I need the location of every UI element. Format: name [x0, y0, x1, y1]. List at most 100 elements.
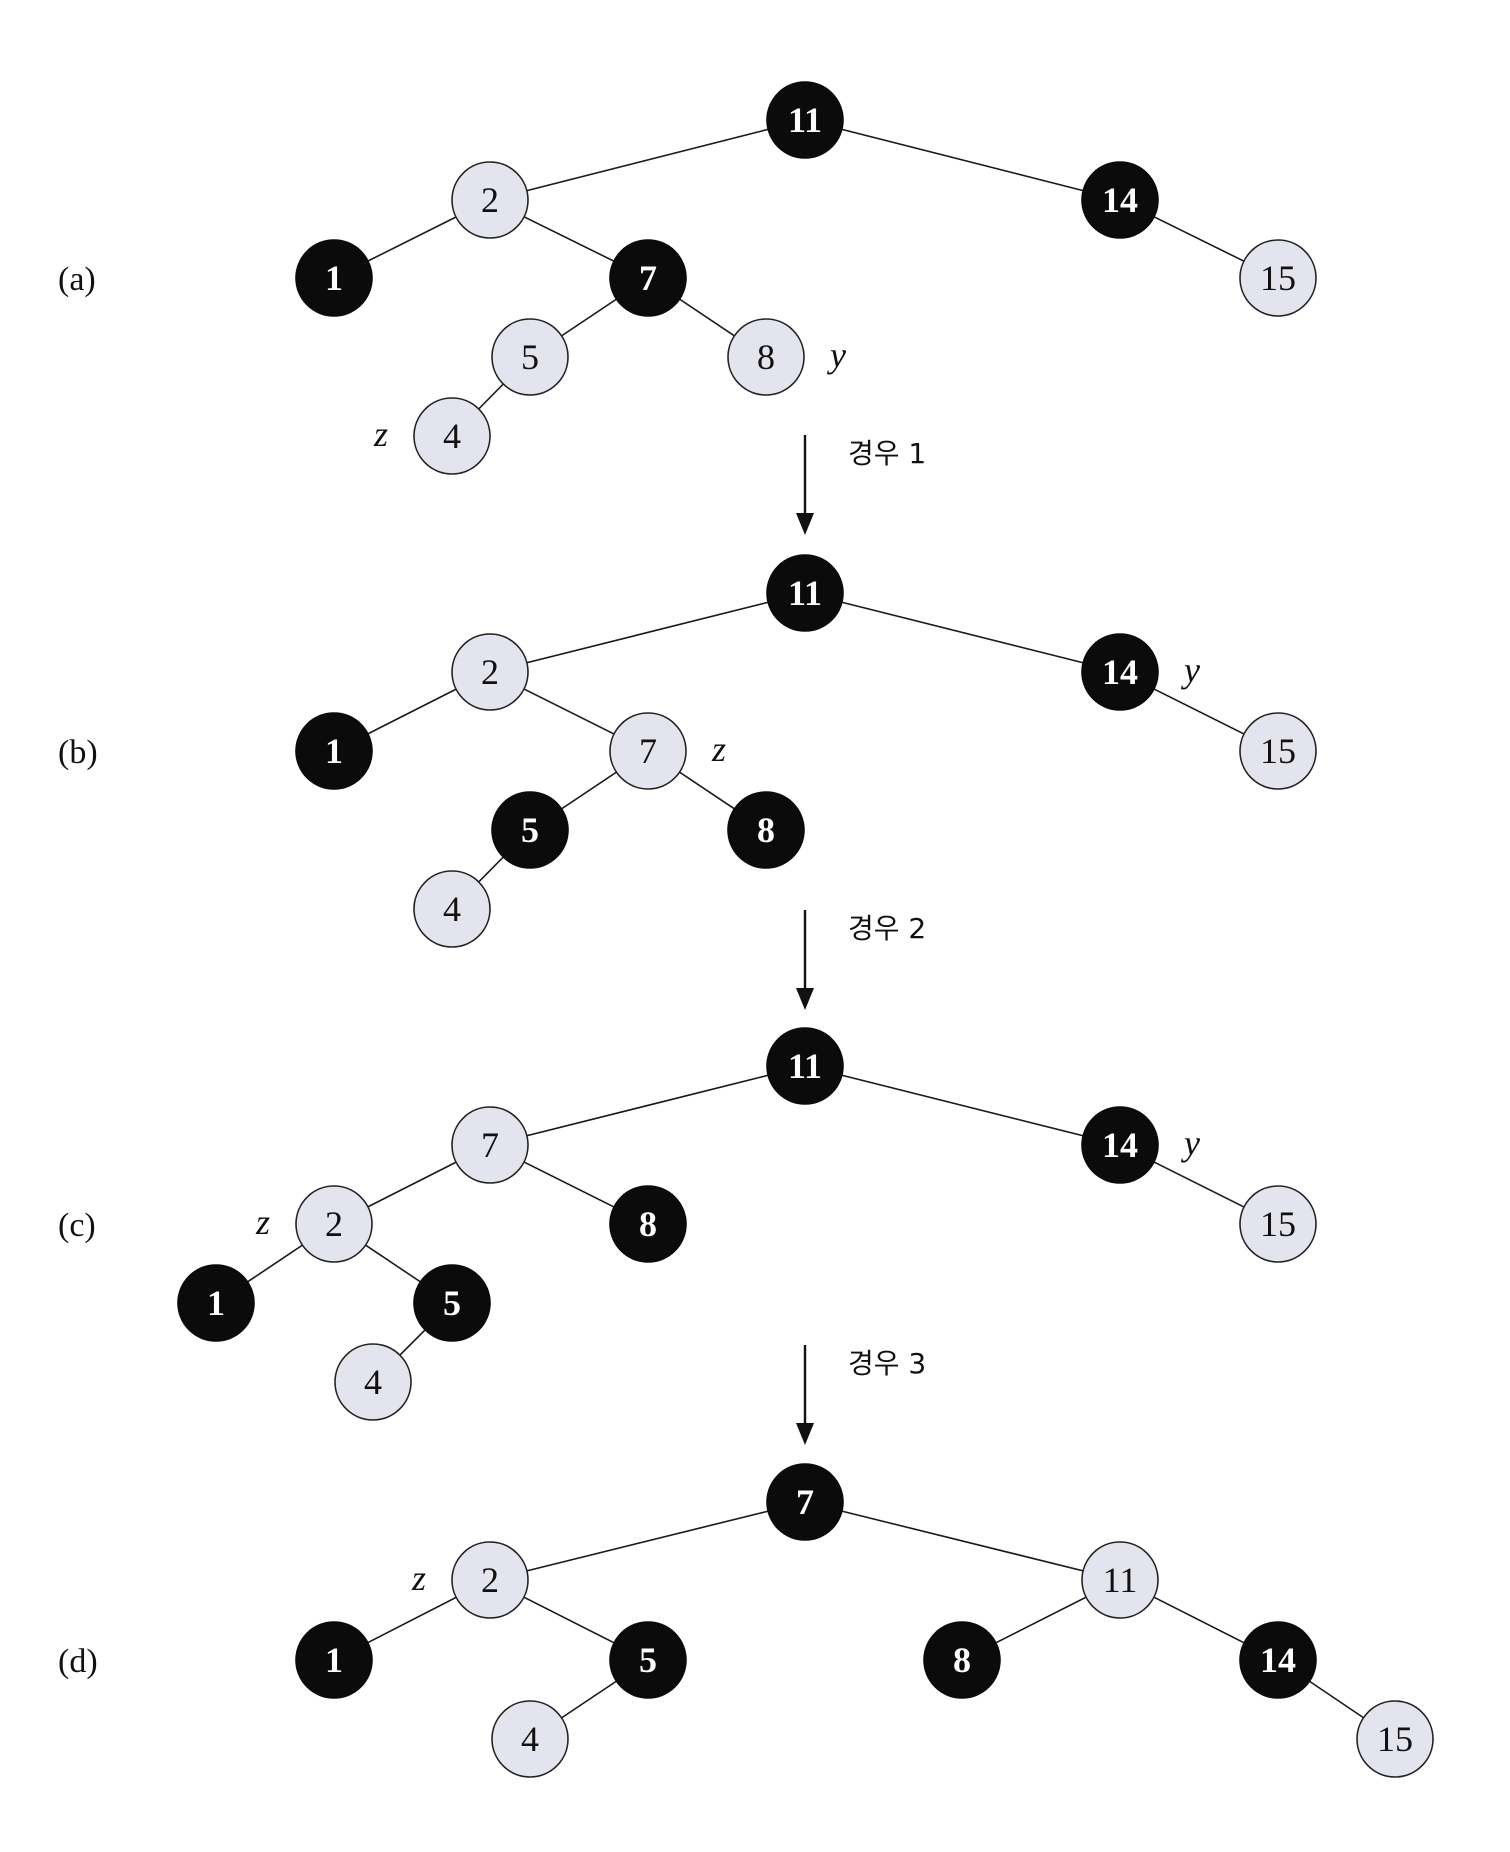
node-circle	[451, 1541, 529, 1619]
tree-node-black: 1	[295, 712, 373, 790]
node-key: 15	[1260, 258, 1296, 298]
node-key: 2	[481, 1560, 499, 1600]
node-circle	[295, 239, 373, 317]
tree-edge	[804, 1065, 1121, 1146]
tree-node-black: 1	[177, 1264, 255, 1342]
node-circle	[1081, 161, 1159, 239]
node-key: 14	[1102, 652, 1138, 692]
node-key: 7	[481, 1125, 499, 1165]
tree-edge	[489, 119, 806, 201]
node-circle	[727, 791, 805, 869]
tree-node-black: 5	[491, 791, 569, 869]
node-circle	[295, 1621, 373, 1699]
tree-node-red: 7	[451, 1106, 529, 1184]
tree-node-black: 11	[766, 554, 844, 632]
node-circle	[295, 712, 373, 790]
node-key: 7	[796, 1482, 814, 1522]
node-circle	[177, 1264, 255, 1342]
tree-node-black: 1	[295, 239, 373, 317]
node-circle	[295, 1185, 373, 1263]
tree-node-black: 8	[923, 1621, 1001, 1699]
node-key: 15	[1260, 731, 1296, 771]
tree-node-black: 8	[609, 1185, 687, 1263]
node-circle	[609, 239, 687, 317]
arrow-down-icon	[796, 513, 814, 535]
node-circle	[491, 318, 569, 396]
pointer-tag-z: z	[255, 1202, 270, 1242]
case-label: 경우 2	[848, 912, 926, 945]
node-key: 5	[521, 337, 539, 377]
panel-label: (d)	[58, 1643, 98, 1680]
pointer-tag-z: z	[711, 729, 726, 769]
tree-node-red: 15	[1239, 712, 1317, 790]
node-key: 14	[1260, 1640, 1296, 1680]
node-key: 7	[639, 731, 657, 771]
node-circle	[1239, 1621, 1317, 1699]
pointer-tag-y: y	[1181, 1123, 1200, 1163]
tree-edge	[804, 119, 1121, 201]
arrow-down-icon	[796, 988, 814, 1010]
node-key: 1	[325, 731, 343, 771]
node-circle	[491, 1700, 569, 1778]
node-circle	[1356, 1700, 1434, 1778]
node-key: 15	[1260, 1204, 1296, 1244]
pointer-tag-z: z	[411, 1558, 426, 1598]
node-circle	[609, 1621, 687, 1699]
node-key: 4	[364, 1362, 382, 1402]
tree-node-black: 11	[766, 1027, 844, 1105]
node-key: 7	[639, 258, 657, 298]
node-circle	[413, 1264, 491, 1342]
tree-node-black: 14	[1081, 161, 1159, 239]
node-key: 15	[1377, 1719, 1413, 1759]
tree-node-black: 14	[1081, 633, 1159, 711]
node-key: 1	[325, 258, 343, 298]
node-circle	[766, 1027, 844, 1105]
panel-label: (c)	[58, 1207, 96, 1244]
tree-node-red: 15	[1356, 1700, 1434, 1778]
tree-node-red: 2	[295, 1185, 373, 1263]
tree-node-red: 4	[334, 1343, 412, 1421]
tree-node-black: 14	[1239, 1621, 1317, 1699]
node-circle	[609, 712, 687, 790]
node-circle	[766, 554, 844, 632]
tree-node-red: 2	[451, 1541, 529, 1619]
node-circle	[451, 161, 529, 239]
node-key: 5	[639, 1640, 657, 1680]
node-key: 4	[443, 889, 461, 929]
arrow-down-icon	[796, 1423, 814, 1445]
case-label: 경우 1	[848, 437, 926, 470]
node-circle	[766, 81, 844, 159]
node-key: 11	[1103, 1560, 1138, 1600]
node-key: 11	[788, 100, 822, 140]
node-key: 8	[757, 810, 775, 850]
node-circle	[727, 318, 805, 396]
node-circle	[451, 1106, 529, 1184]
node-key: 2	[481, 180, 499, 220]
tree-node-black: 14	[1081, 1106, 1159, 1184]
tree-node-black: 8	[727, 791, 805, 869]
pointer-tag-y: y	[1181, 650, 1200, 690]
tree-node-red: 4	[491, 1700, 569, 1778]
node-circle	[766, 1463, 844, 1541]
node-key: 14	[1102, 1125, 1138, 1165]
pointer-tag-y: y	[827, 335, 846, 375]
tree-edge	[804, 1501, 1121, 1581]
node-key: 11	[788, 573, 822, 613]
node-circle	[1081, 1541, 1159, 1619]
node-key: 2	[325, 1204, 343, 1244]
node-key: 8	[953, 1640, 971, 1680]
tree-node-red: 7	[609, 712, 687, 790]
node-circle	[1081, 633, 1159, 711]
tree-node-red: 4	[413, 397, 491, 475]
transition-arrow: 경우 2	[796, 910, 926, 1010]
node-circle	[413, 870, 491, 948]
tree-node-red: 8	[727, 318, 805, 396]
tree-node-black: 1	[295, 1621, 373, 1699]
pointer-tag-z: z	[373, 414, 388, 454]
panel-label: (a)	[58, 261, 96, 298]
node-key: 4	[443, 416, 461, 456]
node-circle	[491, 791, 569, 869]
node-circle	[1239, 1185, 1317, 1263]
